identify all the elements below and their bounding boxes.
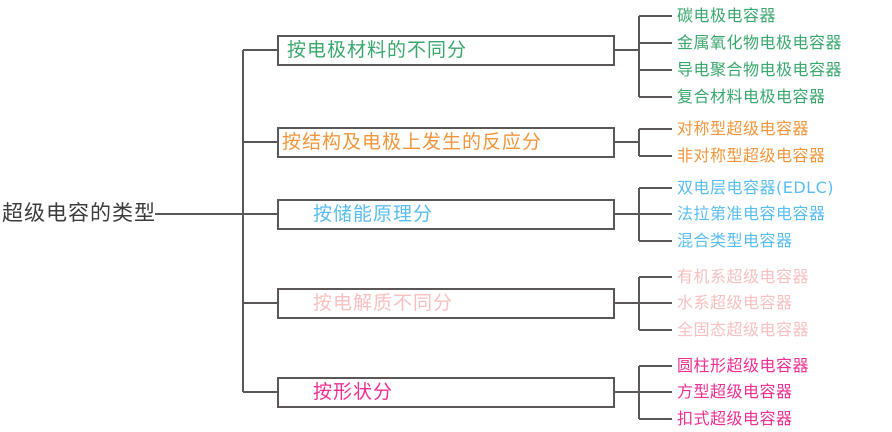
category-box-1[interactable]: 按电极材料的不同分	[277, 35, 615, 66]
leaf-label: 碳电极电容器	[677, 6, 777, 25]
category-box-4[interactable]: 按电解质不同分	[277, 288, 615, 319]
leaf-label: 有机系超级电容器	[677, 267, 810, 286]
leaf-label: 导电聚合物电极电容器	[677, 60, 843, 79]
leaf-label: 复合材料电极电容器	[677, 87, 826, 106]
leaf-label: 方型超级电容器	[677, 382, 793, 401]
category-label-5: 按形状分	[313, 381, 394, 403]
category-box-3[interactable]: 按储能原理分	[277, 199, 615, 230]
root-label: 超级电容的类型	[2, 201, 156, 225]
leaf-label: 混合类型电容器	[677, 231, 793, 250]
leaf-label: 扣式超级电容器	[677, 409, 793, 428]
leaf-label: 非对称型超级电容器	[677, 146, 826, 165]
leaf-label: 金属氧化物电极电容器	[677, 33, 843, 52]
category-label-4: 按电解质不同分	[313, 292, 454, 314]
category-label-2: 按结构及电极上发生的反应分	[282, 131, 543, 153]
category-box-5[interactable]: 按形状分	[277, 377, 615, 408]
category-label-1: 按电极材料的不同分	[287, 39, 468, 61]
leaf-label: 双电层电容器(EDLC)	[677, 178, 835, 197]
leaf-label: 全固态超级电容器	[677, 320, 810, 339]
category-box-2[interactable]: 按结构及电极上发生的反应分	[277, 127, 615, 158]
leaf-label: 对称型超级电容器	[677, 119, 810, 138]
leaf-label: 法拉第准电容电容器	[677, 204, 826, 223]
leaf-label: 圆柱形超级电容器	[677, 356, 810, 375]
leaf-label: 水系超级电容器	[677, 293, 793, 312]
category-label-3: 按储能原理分	[313, 203, 434, 225]
